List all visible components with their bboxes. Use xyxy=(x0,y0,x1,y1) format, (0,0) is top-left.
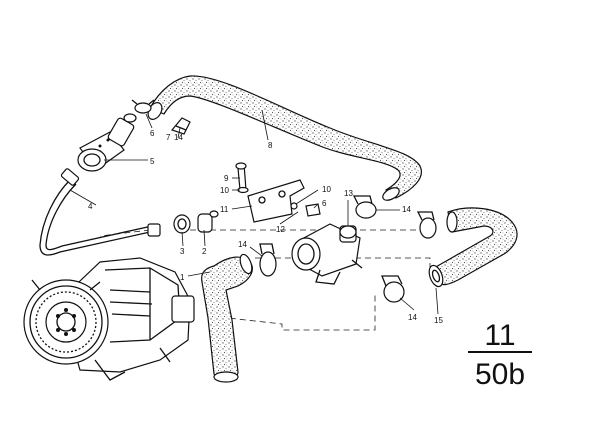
callout-7: 7 xyxy=(166,133,171,142)
callout-6-right: 6 xyxy=(322,199,327,208)
pipe-4 xyxy=(39,168,161,256)
callout-10-right: 10 xyxy=(322,185,331,194)
vacuum-pump xyxy=(23,257,195,381)
callout-1: 1 xyxy=(180,273,185,282)
nut-12 xyxy=(305,203,321,217)
bracket-7 xyxy=(170,117,191,135)
callout-4: 4 xyxy=(88,202,93,211)
washer-10b xyxy=(290,202,298,210)
hose-8 xyxy=(147,75,422,201)
plug-3 xyxy=(173,214,191,234)
cap-2 xyxy=(197,210,219,233)
callout-14-left: 14 xyxy=(238,240,247,249)
clamp-6-top xyxy=(131,99,155,114)
callout-3: 3 xyxy=(180,247,185,256)
callout-13: 13 xyxy=(344,189,353,198)
callout-7-suffix: 14 xyxy=(174,133,183,142)
callout-14-right: 14 xyxy=(402,205,411,214)
clamp-14-left xyxy=(259,243,277,277)
clamp-14-right xyxy=(416,211,437,239)
callout-2: 2 xyxy=(202,247,207,256)
callout-9: 9 xyxy=(224,174,229,183)
callout-15: 15 xyxy=(434,316,443,325)
callout-12: 12 xyxy=(276,225,285,234)
check-valve-5 xyxy=(77,113,137,172)
bracket-11 xyxy=(235,162,321,223)
valve-13 xyxy=(291,223,363,285)
callout-8: 8 xyxy=(268,141,273,150)
leader-lines xyxy=(69,109,439,315)
clamp-14-upper xyxy=(352,195,377,219)
callout-5: 5 xyxy=(150,157,155,166)
hose-1 xyxy=(201,253,253,383)
hose-15 xyxy=(428,207,518,288)
reference-page: 50b xyxy=(475,358,525,391)
page-reference: 11 50b xyxy=(468,319,532,391)
callout-6: 6 xyxy=(150,129,155,138)
callout-11: 11 xyxy=(220,205,229,214)
callout-10-left: 10 xyxy=(220,186,229,195)
clamp-14-lower xyxy=(381,275,405,303)
callouts: 1 2 3 4 5 6 7 8 9 10 10 11 6 12 13 14 14… xyxy=(88,129,443,325)
alignment-lines xyxy=(99,229,431,331)
callout-14-lower: 14 xyxy=(408,313,417,322)
reference-group: 11 xyxy=(484,319,515,352)
